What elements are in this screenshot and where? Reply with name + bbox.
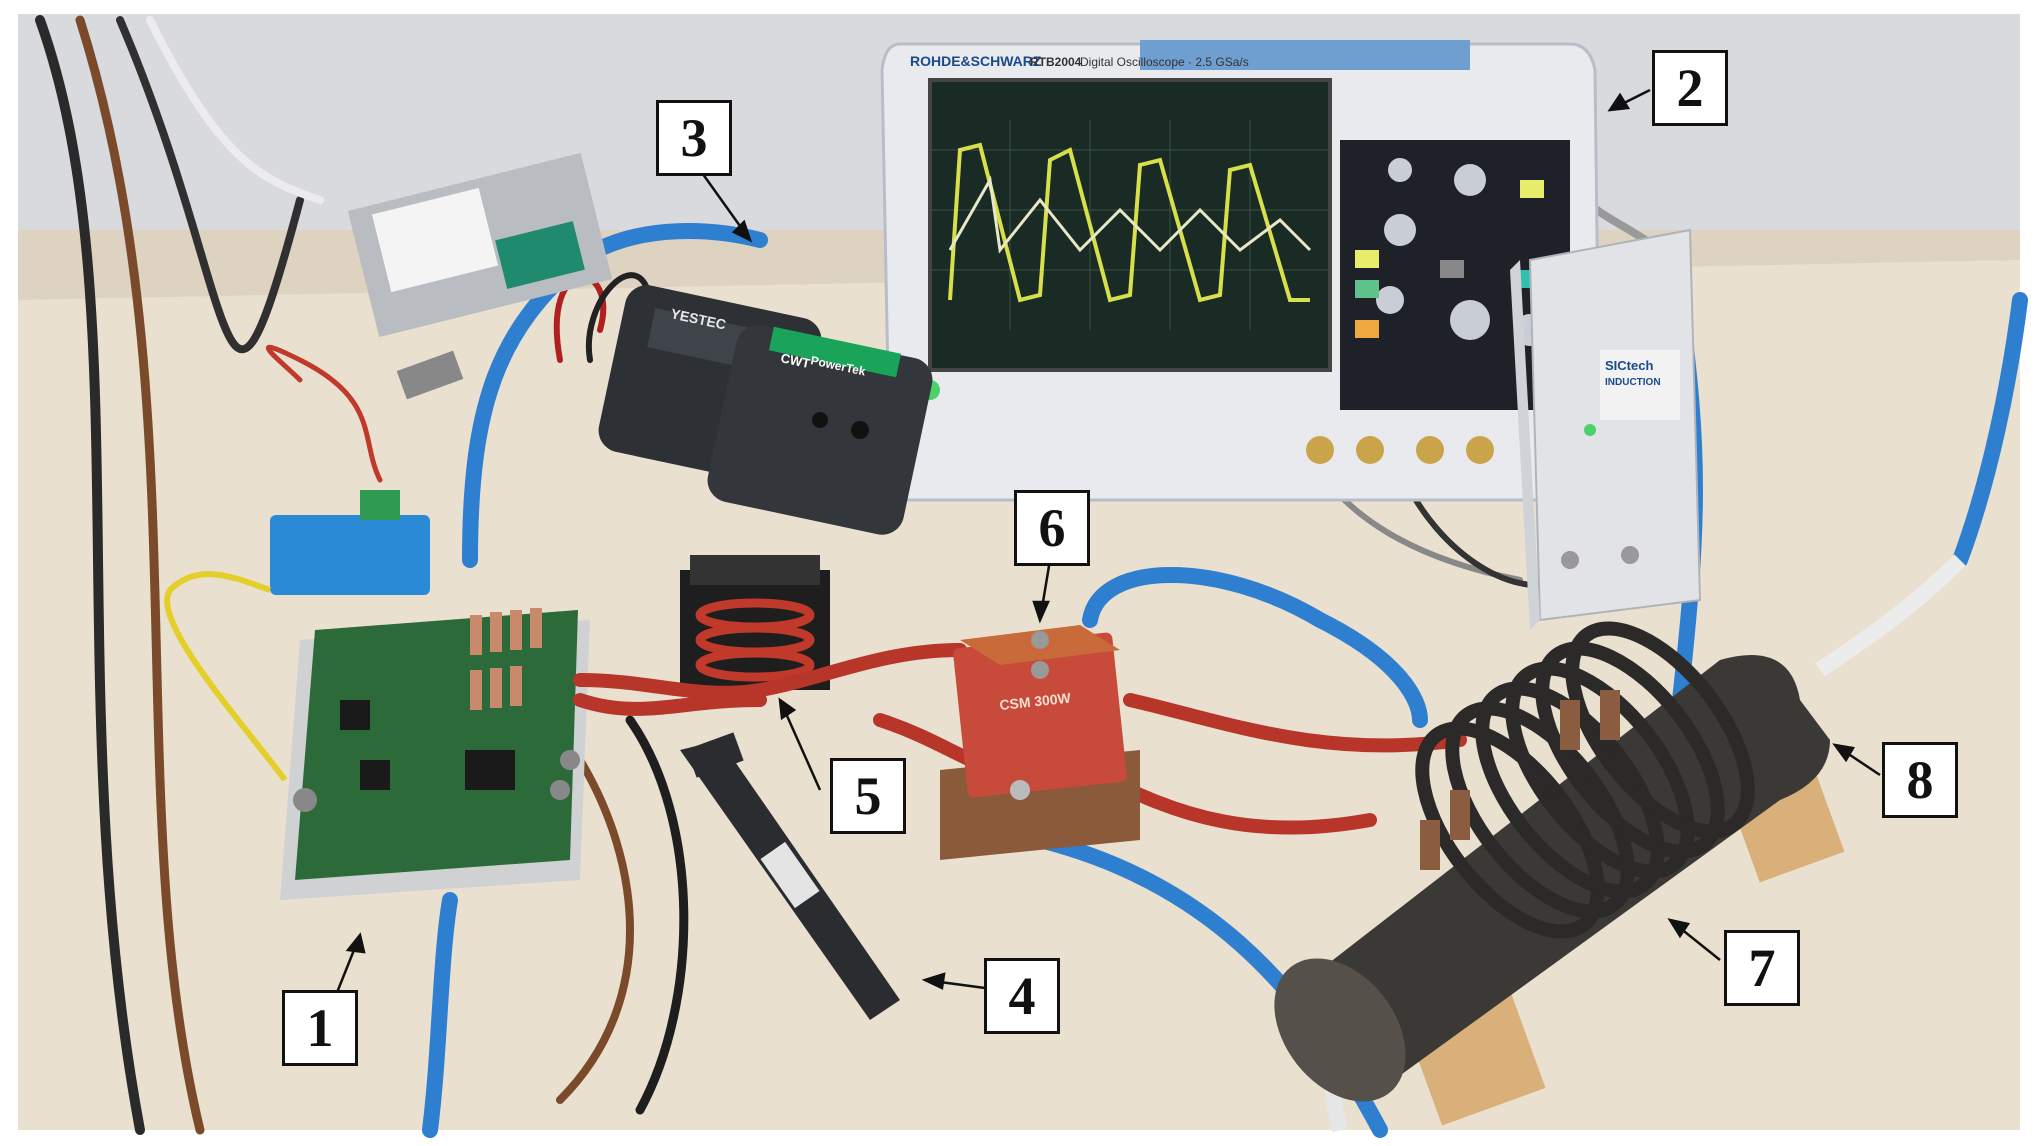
callout-5: 5: [830, 758, 906, 834]
scope-input-bnc-2: [1356, 436, 1384, 464]
copper-busbar: [1420, 690, 1620, 870]
clear-tube-right: [1815, 554, 1966, 677]
scope-input-bnc-4: [1466, 436, 1494, 464]
series-inductor: [680, 555, 830, 690]
callout-2: 2: [1652, 50, 1728, 126]
generator-sub-text: INDUCTION: [1605, 377, 1661, 388]
inverter-board: [164, 571, 590, 900]
callout-8: 8: [1882, 742, 1958, 818]
generator-brand-text: SICtech: [1605, 358, 1653, 373]
induction-generator-unit: SICtech INDUCTION: [1510, 228, 1702, 630]
scope-input-bnc-1: [1306, 436, 1334, 464]
scope-input-bnc-3: [1416, 436, 1444, 464]
callout-7: 7: [1724, 930, 1800, 1006]
rogowski-brand-text: CWT: [779, 350, 811, 371]
resonant-capacitor: CSM 300W: [940, 625, 1140, 860]
tube-coil: [1415, 621, 1755, 939]
waveform-trace-2: [948, 175, 1312, 254]
callout-4: 4: [984, 958, 1060, 1034]
sensor-connector: [360, 490, 400, 520]
capacitor-label-text: CSM 300W: [999, 690, 1073, 713]
cables: [35, 15, 1664, 1135]
scope-title-text: Digital Oscilloscope · 2.5 GSa/s: [1080, 55, 1249, 69]
scope-model-text: RTB2004: [1030, 55, 1082, 69]
current-sensor-box: [270, 515, 430, 595]
waveform-trace: [948, 142, 1310, 303]
generator-status-led: [1584, 424, 1596, 436]
rogowski-integrator: CWT PowerTek: [707, 325, 933, 535]
current-clamp-probe: [680, 732, 900, 1020]
oscilloscope: ROHDE&SCHWARZ RTB2004 Digital Oscillosco…: [880, 40, 1602, 502]
induction-coil-assembly: [1274, 621, 1845, 1126]
power-supply-unit: [347, 152, 613, 400]
scope-knobs: [1376, 158, 1546, 346]
callout-3: 3: [656, 100, 732, 176]
callout-1: 1: [282, 990, 358, 1066]
callout-6: 6: [1014, 490, 1090, 566]
scope-brand-text: ROHDE&SCHWARZ: [910, 53, 1042, 69]
